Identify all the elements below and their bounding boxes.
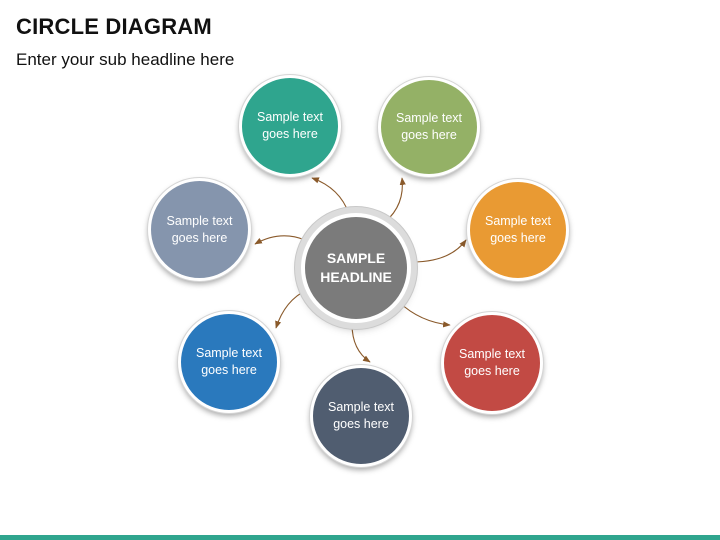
connector-to-blue [275, 289, 308, 329]
circle-node-label: Sample text goes here [166, 213, 233, 245]
circle-node-blue: Sample text goes here [178, 311, 280, 413]
connector-to-green [384, 177, 406, 223]
page-title: CIRCLE DIAGRAM [16, 14, 212, 39]
center-headline-label: SAMPLE HEADLINE [320, 250, 392, 285]
connector-to-gray-blue [254, 235, 306, 245]
circle-node-red: Sample text goes here [441, 312, 543, 414]
connector-to-red [398, 301, 451, 328]
circle-node-teal: Sample text goes here [239, 75, 341, 177]
footer-accent-bar [0, 535, 720, 540]
page-subtitle: Enter your sub headline here [16, 50, 235, 69]
circle-node-label: Sample text goes here [256, 110, 323, 141]
connector-to-slate [351, 323, 371, 363]
circle-node-label: Sample text goes here [458, 347, 525, 378]
connector-to-orange [411, 239, 467, 263]
center-headline-circle: SAMPLE HEADLINE [301, 213, 411, 323]
circle-node-label: Sample text goes here [484, 214, 551, 245]
circle-node-green: Sample text goes here [378, 77, 480, 177]
circle-node-label: Sample text goes here [195, 346, 262, 377]
circle-node-label: Sample text goes here [327, 400, 394, 431]
circle-node-gray-blue: Sample text goes here [148, 178, 251, 281]
circle-node-orange: Sample text goes here [467, 179, 569, 281]
circle-node-slate: Sample text goes here [310, 365, 412, 467]
circle-node-label: Sample text goes here [395, 111, 462, 142]
connector-to-teal [311, 177, 350, 215]
